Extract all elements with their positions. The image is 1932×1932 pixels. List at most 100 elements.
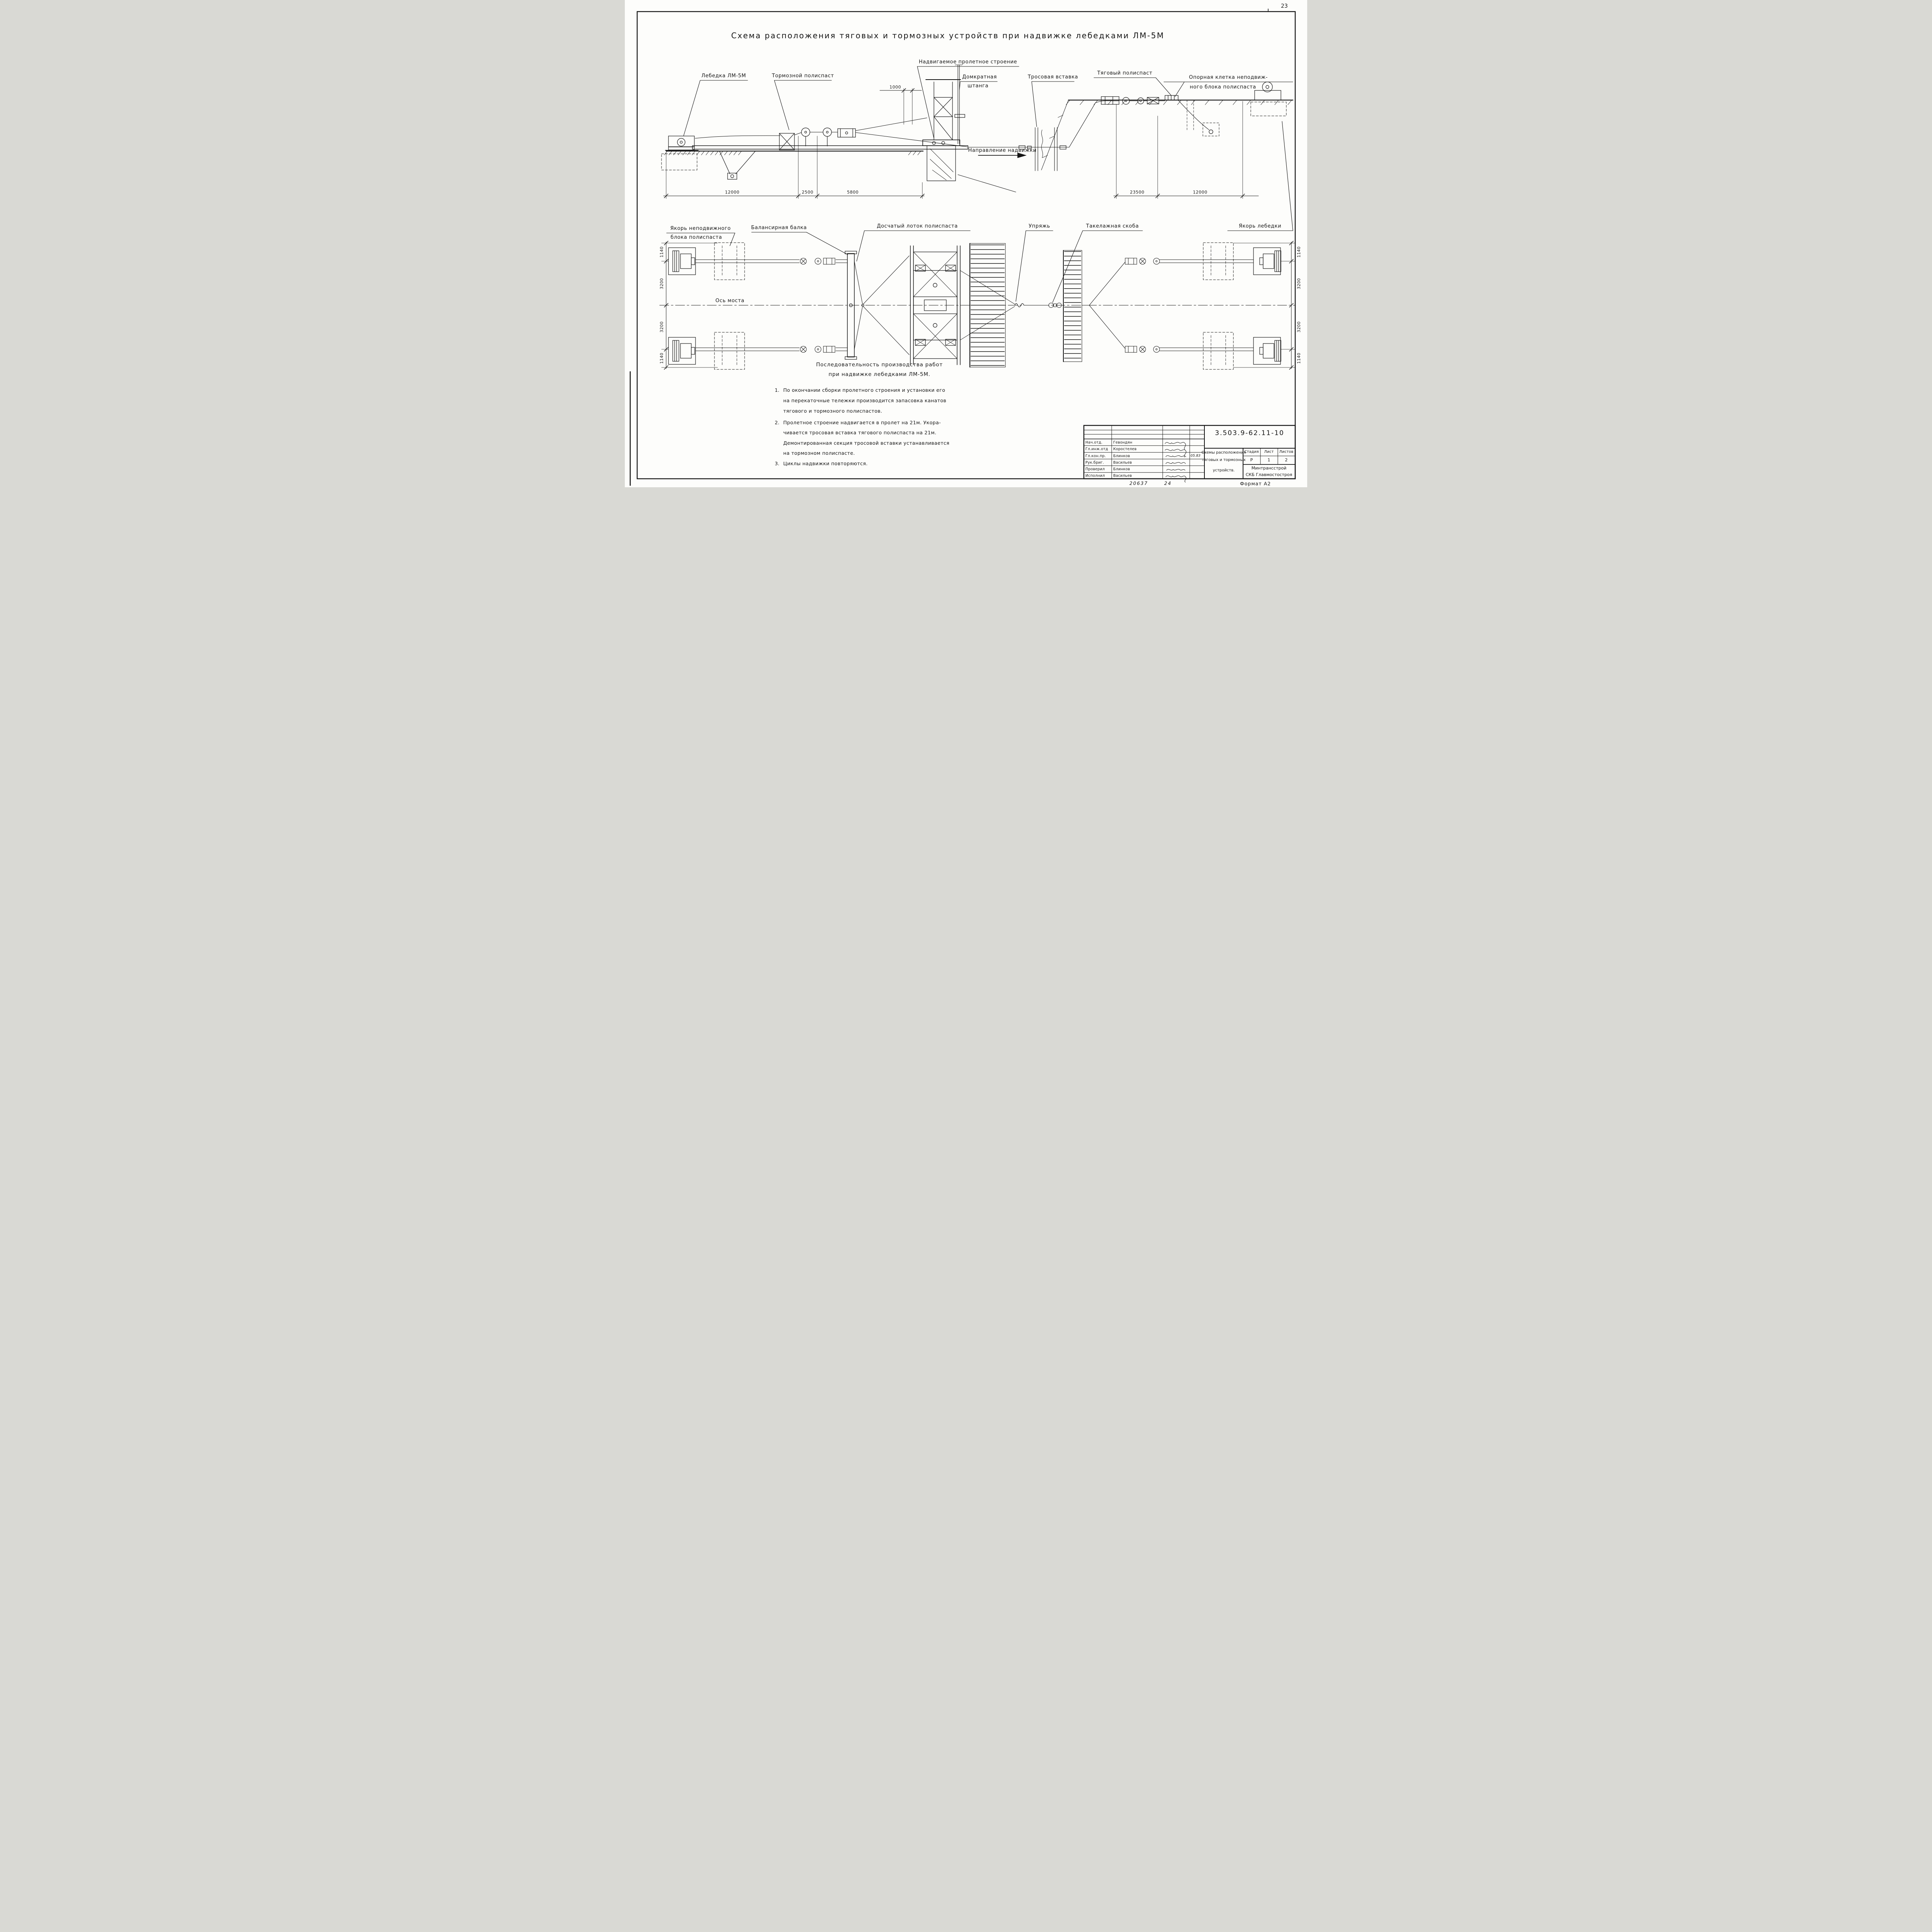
dim-23500-label: 23500 (1130, 190, 1145, 195)
sequence-line: на тормозном полиспасте. (783, 450, 855, 456)
plan-dim-upper-right: 3200 (1297, 278, 1301, 289)
bridge-pier (922, 139, 960, 181)
dim-1000-label: 1000 (889, 85, 901, 90)
traction-tackle (1095, 95, 1219, 136)
plan-dim-bottom-left: 1140 (660, 352, 664, 364)
rope-insert-cable (968, 102, 1096, 171)
plan-dim-right (1233, 241, 1295, 370)
tb-row-date: 05.83 (1190, 454, 1201, 458)
tb-row-name: Блинков (1113, 454, 1130, 458)
label-direction: Направление надвижки (968, 148, 1037, 153)
plan-dim-bottom-right: 1140 (1297, 352, 1301, 364)
plan-winch-left-top (668, 247, 696, 275)
label-winch: Лебедка ЛМ-5М (701, 73, 746, 79)
tb-row-role: Гл.кон.пр. (1085, 454, 1106, 458)
label-anchor-fixed-2: блока полиспаста (670, 235, 722, 240)
plan-dim-top-left: 1140 (660, 246, 664, 258)
tb-row-role: Исполнил (1085, 474, 1105, 478)
label-anchor-fixed-1: Якорь неподвижного (670, 226, 731, 231)
sequence-line: тягового и тормозного полиспастов. (783, 408, 883, 414)
tb-row-name: Васильев (1113, 461, 1132, 465)
label-support-cage-2: ного блока полиспаста (1190, 84, 1256, 90)
tb-sheet-value: 1 (1267, 457, 1270, 463)
sequence-line: По окончании сборки пролетного строения … (783, 387, 946, 393)
plan-harness (960, 262, 1126, 349)
plan-trough-right (1063, 250, 1082, 362)
sequence-item-2-num: 2. (775, 420, 779, 425)
title-block-grid (1083, 425, 1296, 483)
drawing-linework (629, 9, 1296, 486)
dim-12000-left-label: 12000 (725, 190, 740, 195)
plan-winch-right-top (1253, 247, 1281, 275)
dim-12000-right-label: 12000 (1193, 190, 1208, 195)
plan-dim-left (661, 241, 718, 370)
label-traction-tackle: Тяговый полиспаст (1097, 70, 1153, 76)
sequence-item-1-num: 1. (775, 387, 779, 393)
label-brake-tackle: Тормозной полиспаст (772, 73, 834, 79)
plan-view (659, 241, 1295, 370)
sequence-heading-1: Последовательность производства работ (816, 362, 943, 368)
label-jack-rod-2: штанга (967, 83, 989, 89)
direction-arrow (978, 153, 1027, 158)
format-note: Формат А2 (1240, 481, 1271, 486)
archive-number-2: 24 (1164, 481, 1172, 486)
tb-org-2: СКБ Главмостостроя (1245, 472, 1293, 477)
tb-row-role: Нач.отд. (1085, 440, 1103, 445)
tb-sheets-label: Листов (1279, 450, 1294, 454)
label-harness: Упряжь (1029, 223, 1050, 229)
tb-row-role: Рук.бриг. (1085, 461, 1104, 465)
sequence-item-3-num: 3. (775, 461, 779, 466)
tb-title-line-2: тяговых и тормозных (1202, 458, 1246, 462)
page-number: 23 (1281, 3, 1288, 9)
tb-sheets-value: 2 (1285, 457, 1288, 463)
tb-sheet-label: Лист (1264, 450, 1274, 454)
label-support-cage-1: Опорная клетка неподвиж- (1189, 75, 1268, 80)
plan-dim-top-right: 1140 (1297, 246, 1301, 258)
dim-chain-left (663, 136, 925, 199)
label-plank-trough: Досчатый лоток полиспаста (877, 223, 958, 229)
plan-balance-beam (845, 251, 910, 360)
sequence-line: Циклы надвижки повторяются. (783, 461, 868, 466)
plank-trough-hatch-right (1064, 251, 1081, 361)
dim-2500-label: 2500 (802, 190, 813, 195)
tb-org-1: Минтрансстрой (1251, 466, 1287, 471)
dim-1000 (879, 88, 922, 125)
label-span: Надвигаемое пролетное строение (918, 59, 1017, 65)
label-jack-rod-1: Домкратная (962, 74, 997, 80)
plan-span-structure (910, 245, 961, 365)
tb-stage-label: Стадия (1244, 450, 1259, 454)
drawing-sheet: Схема расположения тяговых и тормозных у… (625, 0, 1307, 487)
plan-winch-left-bottom (668, 337, 696, 365)
label-cable-insert: Тросовая вставка (1027, 74, 1078, 80)
label-bridge-axis: Ось моста (715, 298, 745, 304)
signature-strokes (1165, 442, 1187, 483)
doc-number: 3.503.9-62.11-10 (1215, 429, 1284, 437)
sequence-line: на перекаточные тележки производится зап… (783, 398, 947, 403)
sequence-line: Демонтированная секция тросовой вставки … (783, 440, 950, 446)
sheet-frame (629, 9, 1296, 486)
main-title: Схема расположения тяговых и тормозных у… (731, 31, 1165, 40)
sequence-line: чивается тросовая вставка тягового полис… (783, 430, 937, 435)
sequence-line: Пролетное строение надвигается в пролет … (783, 420, 941, 425)
plan-dim-lower-right: 3200 (1297, 321, 1301, 333)
plan-traction-cables (1125, 258, 1254, 353)
tb-row-role: Гл.инж.отд (1085, 447, 1108, 451)
plan-dim-lower-left: 3200 (660, 321, 664, 333)
plan-winch-right-bottom (1253, 337, 1281, 365)
counterweight-hanger (719, 151, 756, 180)
label-winch-anchor: Якорь лебедки (1238, 223, 1282, 229)
plan-brake-cables (695, 258, 848, 353)
jacking-tower (925, 65, 965, 144)
tb-stage-value: Р (1250, 457, 1253, 463)
dim-5800-label: 5800 (847, 190, 859, 195)
winch-left (665, 136, 699, 151)
label-leaders (666, 66, 1293, 303)
tb-title-line-1: Схемы расположения (1201, 451, 1246, 455)
archive-number: 20637 (1129, 481, 1148, 486)
tb-row-role: Проверил (1085, 467, 1105, 471)
tb-row-name: Гевондян (1113, 440, 1133, 445)
tb-row-name: Блинков (1113, 467, 1130, 471)
plan-dim-upper-left: 3200 (660, 278, 664, 289)
label-rigging-shackle: Такелажная скоба (1086, 223, 1139, 229)
dim-chain-right (1113, 101, 1259, 199)
